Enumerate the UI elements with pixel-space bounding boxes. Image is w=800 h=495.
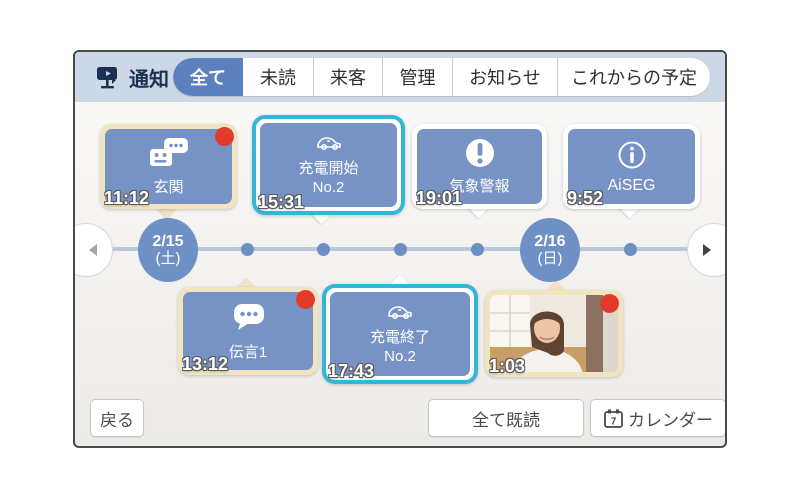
timeline-dot [394,243,407,256]
notification-time: 1:03 [489,356,526,376]
notification-charge-end[interactable]: 充電終了 No.2 17:43 [322,274,478,384]
calendar-icon: 7 [603,408,624,429]
calendar-button[interactable]: 7 カレンダー [590,399,725,437]
notification-filter-tabs: 全て 未読 来客 管理 お知らせ これからの予定 [173,58,710,96]
date-marker-sat: 2/15 (土) [138,218,198,282]
notification-label: AiSEG [607,176,656,194]
timeline-dot [624,243,637,256]
tab-all[interactable]: 全て [173,58,243,96]
back-button-label: 戻る [100,410,134,430]
notification-time: 9:52 [567,188,604,208]
highlight-frame: 充電終了 No.2 17:43 [322,284,478,384]
notification-time: 11:12 [104,188,150,208]
page-title: 通知 [129,68,169,91]
notification-label: 充電開始 [298,159,359,177]
notification-time: 19:01 [416,188,463,208]
timeline-area: 2/15 (土) 2/16 (日) [75,102,725,446]
info-icon [616,139,648,176]
alert-icon [464,137,496,174]
notification-sublabel: No.2 [312,178,345,196]
unread-badge [296,290,315,309]
date-text: 2/15 [152,232,184,250]
header-bar: 通知 全て 未読 来客 管理 お知らせ これからの予定 [75,52,725,102]
ev-car-icon [315,135,343,156]
weekday-text: (日) [537,249,563,267]
tab-announcements[interactable]: お知らせ [452,58,557,96]
unread-badge [600,294,619,313]
svg-text:7: 7 [611,416,617,427]
tab-management[interactable]: 管理 [382,58,452,96]
notification-visitor-snapshot[interactable]: 1:03 [485,280,623,377]
date-text: 2/16 [534,232,566,250]
tab-visitor[interactable]: 来客 [313,58,382,96]
notification-label: 気象警報 [449,178,510,195]
unread-badge [215,127,234,146]
timeline-next-button[interactable] [687,223,725,277]
timeline-dot [241,243,254,256]
intercom-icon [148,136,190,175]
notification-charge-start[interactable]: 充電開始 No.2 15:31 [252,115,405,225]
mark-all-read-button[interactable]: 全て既読 [428,399,584,437]
visitor-camera-photo [490,295,618,372]
calendar-button-label: カレンダー [628,410,713,430]
notification-aiseg[interactable]: AiSEG 9:52 [563,124,700,219]
chevron-right-icon [703,244,711,256]
notification-time: 15:31 [258,192,305,212]
chevron-left-icon [89,244,97,256]
notification-time: 13:12 [182,354,229,374]
notification-time: 17:43 [328,361,375,381]
notification-label: 玄関 [153,179,184,196]
notification-weather-warning[interactable]: 気象警報 19:01 [412,124,547,219]
back-button[interactable]: 戻る [90,399,144,437]
notification-message[interactable]: 伝言1 13:12 [178,277,318,375]
notification-sublabel: No.2 [384,347,416,365]
notification-label: 充電終了 [369,328,430,346]
notification-display-icon [95,64,121,90]
mark-all-read-label: 全て既読 [472,410,540,430]
device-screen: 通知 全て 未読 来客 管理 お知らせ これからの予定 2/15 (土) 2/1… [73,50,727,448]
tab-upcoming-schedule[interactable]: これからの予定 [557,58,710,96]
ev-car-icon [386,304,414,325]
notification-label: 伝言1 [228,343,268,361]
date-marker-sun: 2/16 (日) [520,218,580,282]
tab-unread[interactable]: 未読 [260,68,296,88]
highlight-frame: 充電開始 No.2 15:31 [252,115,405,215]
timeline-dot [317,243,330,256]
notification-entrance[interactable]: 玄関 11:12 [100,124,237,219]
weekday-text: (土) [155,249,181,267]
timeline-prev-button[interactable] [75,223,113,277]
timeline-dot [471,243,484,256]
message-icon [228,301,268,340]
